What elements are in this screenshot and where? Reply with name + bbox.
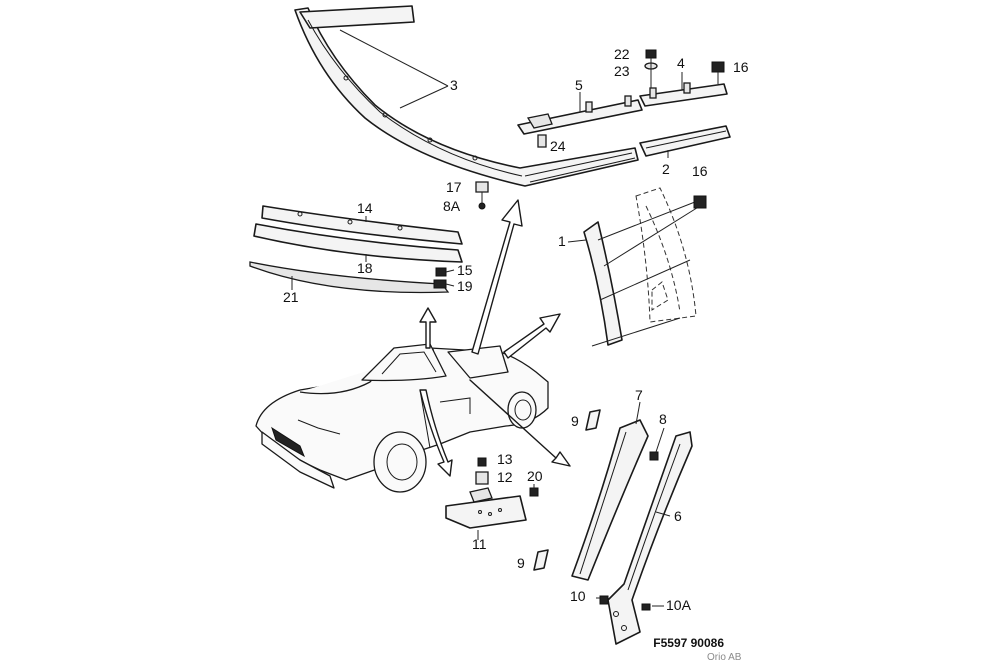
callout-20: 20 (527, 468, 543, 484)
callout-labels: 3 22 23 4 16 5 24 2 17 8A 16 1 14 18 15 … (283, 46, 749, 613)
header-rail-part-2 (639, 125, 731, 157)
callout-18: 18 (357, 260, 373, 276)
callout-15: 15 (457, 262, 473, 278)
callout-9-lower: 9 (517, 555, 525, 571)
windscreen-frame-part-3 (294, 5, 639, 187)
callout-24: 24 (550, 138, 566, 154)
callout-10: 10 (570, 588, 586, 604)
callout-22: 22 (614, 46, 630, 62)
callout-14: 14 (357, 200, 373, 216)
callout-16-top: 16 (733, 59, 749, 75)
a-pillar-trims-7-6 (571, 419, 693, 645)
callout-10a: 10A (666, 597, 692, 613)
bracket-part-5 (517, 95, 643, 135)
callout-5: 5 (575, 77, 583, 93)
bracket-part-4 (639, 82, 728, 107)
callout-arrows (419, 199, 571, 477)
callout-8: 8 (659, 411, 667, 427)
callout-6: 6 (674, 508, 682, 524)
callout-16-right: 16 (692, 163, 708, 179)
callout-2: 2 (662, 161, 670, 177)
figure-code: F5597 90086 (653, 636, 724, 650)
callout-12: 12 (497, 469, 513, 485)
callout-13: 13 (497, 451, 513, 467)
copyright-mark: Orio AB (707, 652, 742, 663)
floor-bracket-part-11 (445, 457, 539, 529)
roof-seals-14-18-21 (249, 205, 463, 294)
callout-19: 19 (457, 278, 473, 294)
callout-3: 3 (450, 77, 458, 93)
callout-21: 21 (283, 289, 299, 305)
callout-17: 17 (446, 179, 462, 195)
car-illustration (255, 343, 549, 493)
callout-8a: 8A (443, 198, 461, 214)
a-pillar-part-1 (583, 187, 707, 347)
fasteners-top (475, 49, 725, 210)
pads-part-9 (533, 409, 601, 571)
callout-7: 7 (635, 387, 643, 403)
callout-4: 4 (677, 55, 685, 71)
callout-1: 1 (558, 233, 566, 249)
callout-11: 11 (472, 536, 487, 552)
callout-23: 23 (614, 63, 630, 79)
callout-9-upper: 9 (571, 413, 579, 429)
leader-lines (291, 29, 683, 607)
